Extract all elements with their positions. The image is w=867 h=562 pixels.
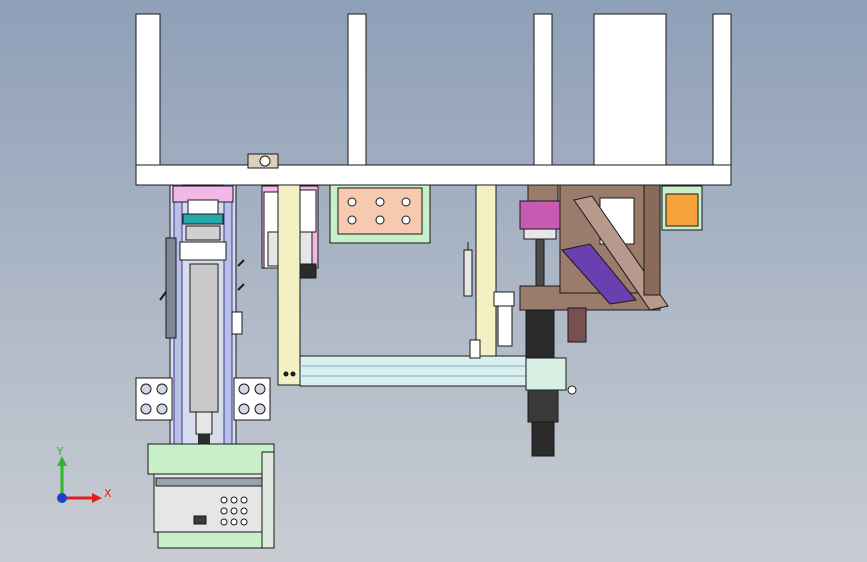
z-axis-dot [57,493,67,503]
axis-triad: Y X [56,445,112,503]
left-slide-module [159,184,245,471]
frame-leg-4 [712,13,732,185]
x-axis-label: X [104,487,112,500]
horizontal-rail [299,339,529,387]
control-box [147,443,275,549]
frame-leg-1 [135,13,161,185]
sensor-pin [463,242,473,297]
angled-arm [559,184,669,311]
post-left [277,184,301,386]
bolt-plate [329,184,431,244]
motor-flange [525,357,567,391]
servo-motor [525,309,555,359]
spindle-module [519,184,661,457]
left-mount-blocks [135,377,271,421]
y-axis-label: Y [56,445,64,458]
frame-leg-2 [347,13,367,185]
connector-port [193,515,207,525]
frame-panel [593,13,667,167]
top-frame [135,13,732,186]
spindle-tip [531,421,555,457]
pulley [519,200,561,230]
orange-junction-box [661,185,703,231]
right-post-bracket [493,291,515,347]
linear-actuator-body [189,263,219,413]
frame-leg-3 [533,13,553,185]
frame-bracket [247,153,279,169]
frame-crossbeam [135,164,732,186]
support-posts [277,184,497,386]
arm-actuator [561,243,637,305]
